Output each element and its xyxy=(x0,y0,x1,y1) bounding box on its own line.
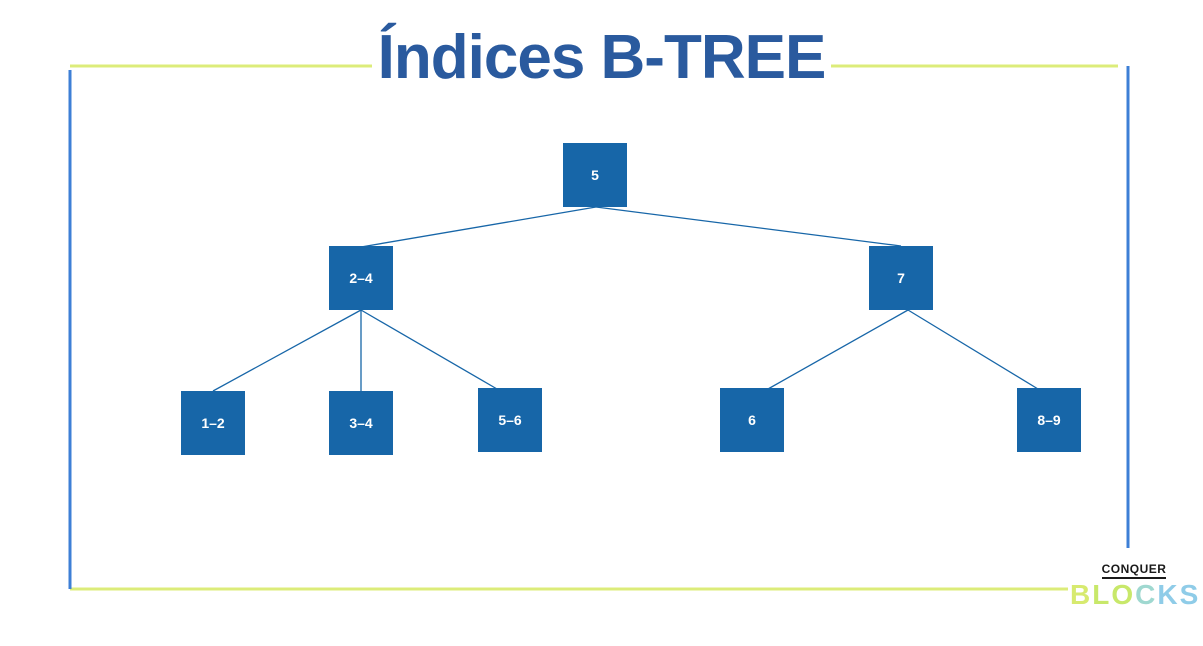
tree-node-l1-right: 7 xyxy=(869,246,933,310)
tree-node-leaf-2: 3–4 xyxy=(329,391,393,455)
tree-node-leaf-3: 5–6 xyxy=(478,388,542,452)
tree-node-leaf-1: 1–2 xyxy=(181,391,245,455)
edge-right-2 xyxy=(907,309,1039,390)
logo-top-text: CONQUER xyxy=(1101,563,1167,579)
edge-root-left xyxy=(360,206,597,248)
tree-node-root: 5 xyxy=(563,143,627,207)
tree-node-l1-left: 2–4 xyxy=(329,246,393,310)
tree-node-leaf-4: 6 xyxy=(720,388,784,452)
edge-right-1 xyxy=(767,309,909,390)
edge-root-right xyxy=(595,206,902,247)
conquer-blocks-logo: CONQUER BLOCKS xyxy=(1070,560,1198,611)
tree-node-leaf-5: 8–9 xyxy=(1017,388,1081,452)
edge-left-3 xyxy=(360,309,498,390)
page-title: Índices B-TREE xyxy=(0,22,1203,93)
logo-main-text: BLOCKS xyxy=(1070,579,1201,610)
edge-left-1 xyxy=(212,309,362,392)
